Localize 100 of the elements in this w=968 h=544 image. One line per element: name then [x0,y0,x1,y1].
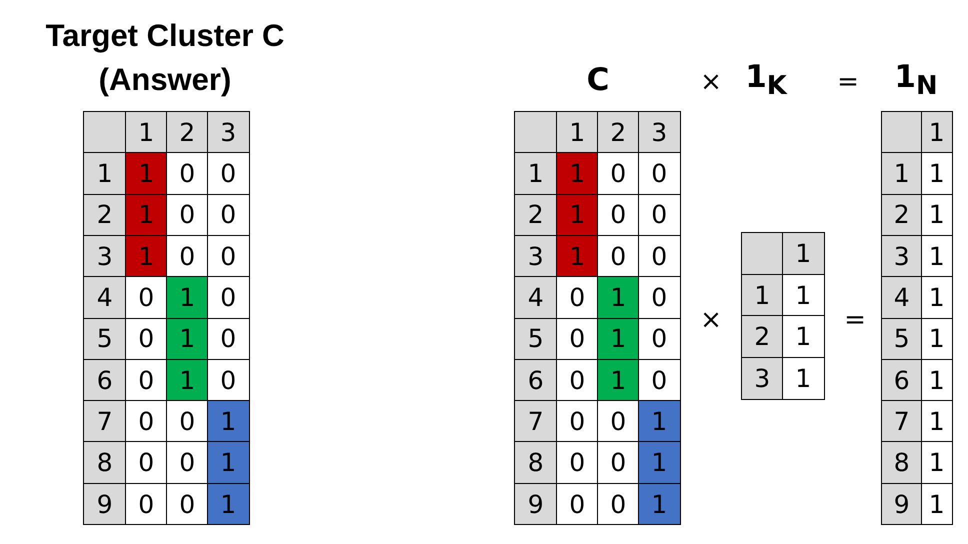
table-cell: 1 [921,441,952,484]
table-header-cell: 2 [166,111,208,154]
table-cell: 1 [782,356,824,400]
table-cell: 1 [207,441,250,484]
matrix-symbol: 1$_{N}$ [894,58,938,102]
table-header-cell: 1 [83,152,126,196]
table-cell: 0 [125,400,168,443]
table-cell: 1 [921,318,952,360]
table-cell: 0 [166,152,208,196]
table-cell: 1 [207,400,250,443]
table-header-cell: 7 [514,400,558,443]
table-header-cell: 3 [83,234,126,278]
table-cell: 0 [556,400,598,443]
table-cell: 1 [125,152,168,196]
table-cell: 1 [597,358,640,402]
table-header-cell: 5 [83,318,126,360]
table-cell: 0 [638,194,680,236]
table-cell: 0 [597,400,640,443]
operator: = [844,305,866,335]
table-header-cell: 7 [83,400,126,443]
table-cell: 0 [638,152,680,196]
table-cell: 0 [166,482,208,526]
table-header-cell: 2 [514,194,558,236]
table-cell: 1 [125,194,168,236]
table-cell: 0 [125,441,168,484]
table-cell: 1 [166,276,208,319]
table-header-cell: 4 [514,276,558,319]
table-header-cell: 2 [881,194,922,236]
table-header-cell: 6 [881,358,922,402]
table-cell: 0 [166,400,208,443]
table-cell: 0 [207,318,250,360]
table-header-cell: 1 [741,274,784,316]
table-cell: 0 [556,482,598,526]
table-cell: 1 [638,482,680,526]
table-cell: 0 [125,482,168,526]
table-header-cell: 1 [881,152,922,196]
table-cell: 1 [597,276,640,319]
matrix-symbol: C [586,62,610,98]
table-cell: 0 [207,234,250,278]
table-header-cell: 1 [921,111,952,154]
table-cell: 0 [166,441,208,484]
table-cell: 1 [921,194,952,236]
table-cell: 0 [638,358,680,402]
operator: × [700,67,722,97]
table-cell: 1 [638,400,680,443]
table-header-cell: 3 [881,234,922,278]
table-cell: 0 [207,152,250,196]
table-header-cell: 2 [597,111,640,154]
table-header-cell: 4 [83,276,126,319]
table-header-cell: 3 [514,234,558,278]
table-cell: 0 [207,358,250,402]
table-cell: 1 [782,315,824,358]
table-cell: 0 [597,441,640,484]
table-header-cell: 8 [514,441,558,484]
table-cell: 0 [556,276,598,319]
table-header-cell: 7 [881,400,922,443]
table-cell: 1 [166,358,208,402]
operator: = [837,67,859,97]
heading: Target Cluster C (Answer) [44,17,286,99]
table-cell: 1 [556,194,598,236]
table-cell: 1 [556,234,598,278]
table-cell: 1 [166,318,208,360]
table-cell: 0 [597,482,640,526]
table-cell: 1 [207,482,250,526]
table-header-cell: 6 [83,358,126,402]
table-cell: 0 [556,441,598,484]
table-header-cell: 5 [881,318,922,360]
table-cell: 1 [597,318,640,360]
table-header-cell: 4 [881,276,922,319]
table-header-cell: 8 [83,441,126,484]
table-header-cell: 1 [514,152,558,196]
table-cell: 1 [638,441,680,484]
table-header-cell: 1 [125,111,168,154]
table-header-cell: 2 [83,194,126,236]
table-cell: 1 [921,152,952,196]
table-header-cell: 3 [741,356,784,400]
table-header-cell: 2 [741,315,784,358]
table-cell: 0 [638,276,680,319]
table-cell: 0 [638,234,680,278]
table-cell: 1 [921,276,952,319]
table-header-cell: 9 [83,482,126,526]
table-header-cell: 9 [881,482,922,526]
table-cell: 0 [207,276,250,319]
table-cell: 1 [921,400,952,443]
table-cell: 0 [125,276,168,319]
table-header-cell: 1 [782,232,824,275]
table-cell: 1 [782,274,824,316]
table-header-cell: 3 [638,111,680,154]
table-header-cell: 9 [514,482,558,526]
table-cell: 0 [207,194,250,236]
table-cell: 1 [556,152,598,196]
table-header-cell: 5 [514,318,558,360]
table-header-cell: 1 [556,111,598,154]
table-cell: 1 [921,482,952,526]
table-header-cell: 3 [207,111,250,154]
table-cell: 1 [921,234,952,278]
operator: × [700,305,722,335]
matrix-symbol: 1$_{K}$ [745,58,787,102]
table-cell: 1 [921,358,952,402]
table-cell: 0 [597,152,640,196]
